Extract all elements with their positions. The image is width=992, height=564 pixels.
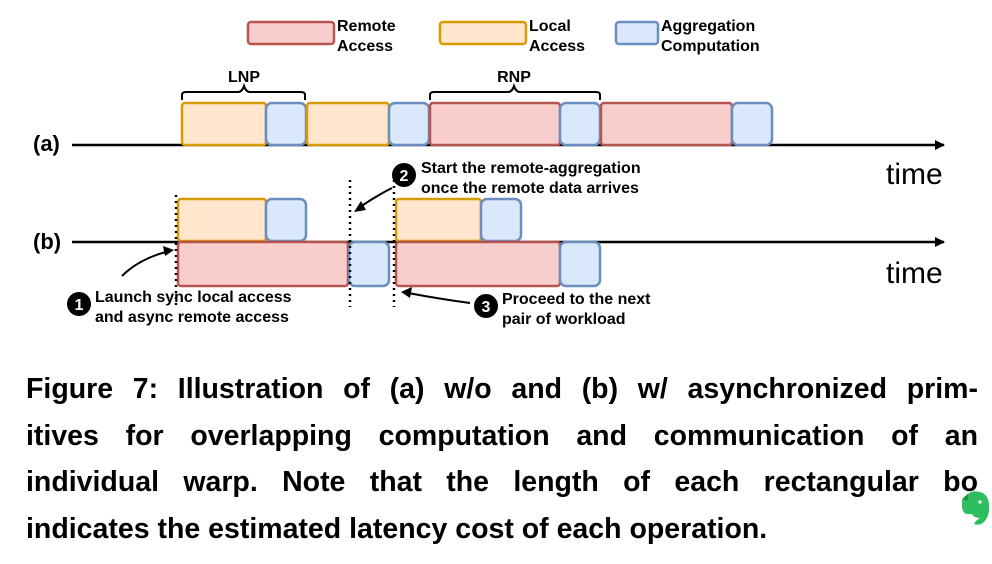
step3-line1: Proceed to the next [502, 291, 651, 308]
caption-line-3: individual warp. Note that the length of… [26, 466, 978, 498]
row-a: (a) time LNP RNP [33, 69, 945, 191]
b-remote-access-1 [176, 240, 350, 288]
a-aggregation-3 [558, 101, 602, 147]
a-aggregation-1 [264, 101, 308, 147]
annotation-step3: 3 Proceed to the next pair of workload [401, 287, 651, 328]
legend-local-line1: Local [529, 18, 571, 35]
a-remote-access-2 [599, 101, 734, 147]
legend-aggregation-line2: Computation [661, 38, 760, 55]
async-primitives-diagram: Remote Access Local Access Aggregation C… [33, 18, 945, 328]
b-remote-access-2 [394, 240, 562, 288]
row-b: (b) time [33, 180, 945, 307]
row-b-time-label: time [886, 257, 943, 290]
lnp-brace [181, 82, 306, 100]
step1-arrow [121, 250, 171, 277]
legend: Remote Access Local Access Aggregation C… [246, 18, 760, 55]
rnp-brace-label: RNP [497, 69, 531, 86]
annotation-step1: 1 Launch sync local access and async rem… [67, 246, 292, 326]
legend-remote-line1: Remote [337, 18, 396, 35]
step2-number: 2 [400, 168, 409, 185]
b-local-access-1 [176, 197, 268, 243]
row-b-label: (b) [33, 229, 61, 254]
legend-local-line2: Access [529, 38, 585, 55]
b-aggregation-4 [558, 240, 602, 288]
b-local-access-2 [394, 197, 483, 243]
row-a-time-label: time [886, 158, 943, 191]
step3-line2: pair of workload [502, 311, 626, 328]
a-local-access-2 [305, 101, 391, 147]
b-aggregation-2 [347, 240, 391, 288]
legend-remote-swatch [246, 20, 336, 46]
caption-line-1: Figure 7: Illustration of (a) w/o and (b… [26, 373, 978, 405]
step1-line1: Launch sync local access [95, 289, 292, 306]
step3-badge [474, 294, 498, 318]
step1-badge [67, 292, 91, 316]
b-aggregation-1 [264, 197, 308, 243]
legend-remote-line2: Access [337, 38, 393, 55]
legend-local-swatch [438, 20, 528, 46]
a-local-access-1 [180, 101, 268, 147]
legend-aggregation-line1: Aggregation [661, 18, 755, 35]
step1-line2: and async remote access [95, 309, 289, 326]
caption-line-4: indicates the estimated latency cost of … [26, 512, 768, 545]
a-remote-access-1 [428, 101, 562, 147]
step3-number: 3 [482, 299, 491, 316]
step2-line2: once the remote data arrives [421, 180, 639, 197]
step2-arrow [359, 187, 393, 208]
step1-number: 1 [75, 297, 84, 314]
step2-line1: Start the remote-aggregation [421, 160, 641, 177]
lnp-brace-label: LNP [228, 69, 260, 86]
step3-arrow [407, 292, 471, 304]
legend-aggregation-swatch [614, 20, 660, 46]
rnp-brace [429, 82, 601, 100]
row-a-label: (a) [33, 131, 60, 156]
evernote-elephant-icon[interactable] [958, 488, 992, 528]
annotation-step2: 2 Start the remote-aggregation once the … [354, 160, 641, 212]
step2-badge [392, 163, 416, 187]
figure-caption: Figure 7: Illustration of (a) w/o and (b… [26, 366, 978, 552]
a-aggregation-2 [387, 101, 431, 147]
a-aggregation-4 [730, 101, 774, 147]
b-aggregation-3 [479, 197, 523, 243]
caption-line-2: itives for overlapping computation and c… [26, 419, 978, 452]
